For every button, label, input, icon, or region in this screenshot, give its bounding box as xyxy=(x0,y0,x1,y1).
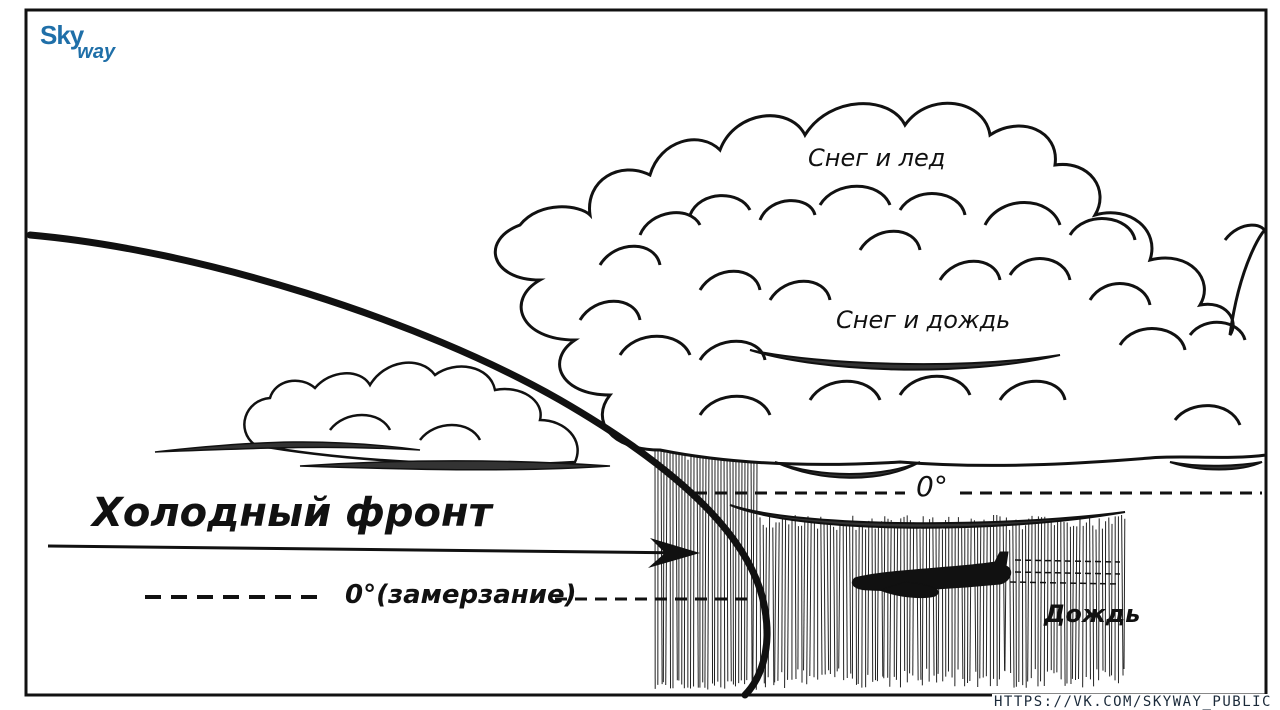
small-cloud-base xyxy=(154,441,611,471)
label-zero-upper: 0° xyxy=(916,470,948,503)
logo-part-sky: Sky xyxy=(40,20,84,50)
rain-hatching xyxy=(654,440,1126,690)
front-arrow-head xyxy=(648,538,700,568)
watermark-url: HTTPS://VK.COM/SKYWAY_PUBLIC xyxy=(991,694,1274,710)
skyway-logo: Skyway xyxy=(40,20,121,63)
label-rain: Дождь xyxy=(1044,600,1141,628)
front-arrow-line xyxy=(47,544,691,555)
label-snow-ice: Снег и лед xyxy=(808,144,946,172)
logo-part-way: way xyxy=(77,41,116,63)
cumulonimbus-cloud xyxy=(493,101,1268,467)
label-snow-rain: Снег и дождь xyxy=(836,306,1011,334)
cold-front-line xyxy=(26,231,771,699)
airplane xyxy=(851,551,1121,599)
label-freezing-level: 0°(замерзание) xyxy=(345,580,577,610)
label-cold-front: Холодный фронт xyxy=(92,490,492,536)
cloud-base-shading xyxy=(729,349,1263,529)
